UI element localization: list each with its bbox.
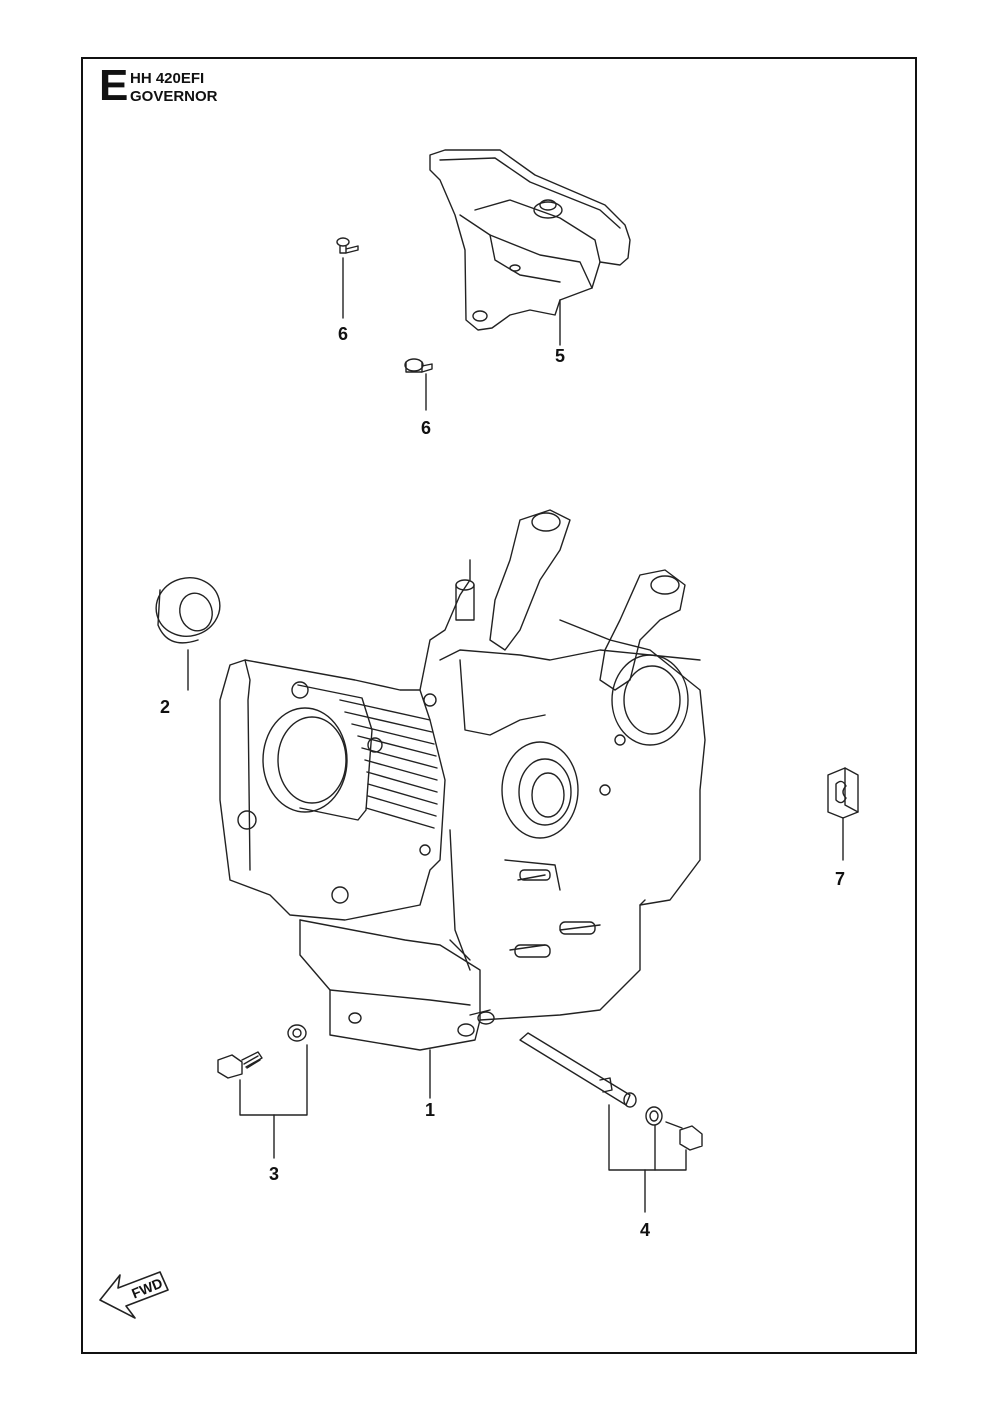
part-6-screw-b [404,358,433,411]
part-3-drain-plug [217,1024,308,1159]
callout-6-upper: 6 [337,324,348,344]
part-2-oil-seal [155,577,221,691]
callout-2: 2 [159,697,170,717]
page-border [81,57,917,1354]
part-6-screw-a [336,237,359,319]
callout-4: 4 [639,1220,650,1240]
callout-6-lower: 6 [420,418,431,438]
callout-5: 5 [554,346,565,366]
section-letter: E [99,61,129,110]
part-7-grommet [827,767,859,861]
part-4-governor-shaft [519,1032,703,1213]
callout-1: 1 [424,1100,435,1120]
callout-7: 7 [834,869,845,889]
part-1-crankcase [219,509,706,1099]
fwd-arrow-icon [99,1271,169,1319]
diagram-title: GOVERNOR [130,88,218,105]
model-title: HH 420EFI [130,70,205,87]
part-5-bracket [429,149,631,346]
callout-3: 3 [268,1164,279,1184]
